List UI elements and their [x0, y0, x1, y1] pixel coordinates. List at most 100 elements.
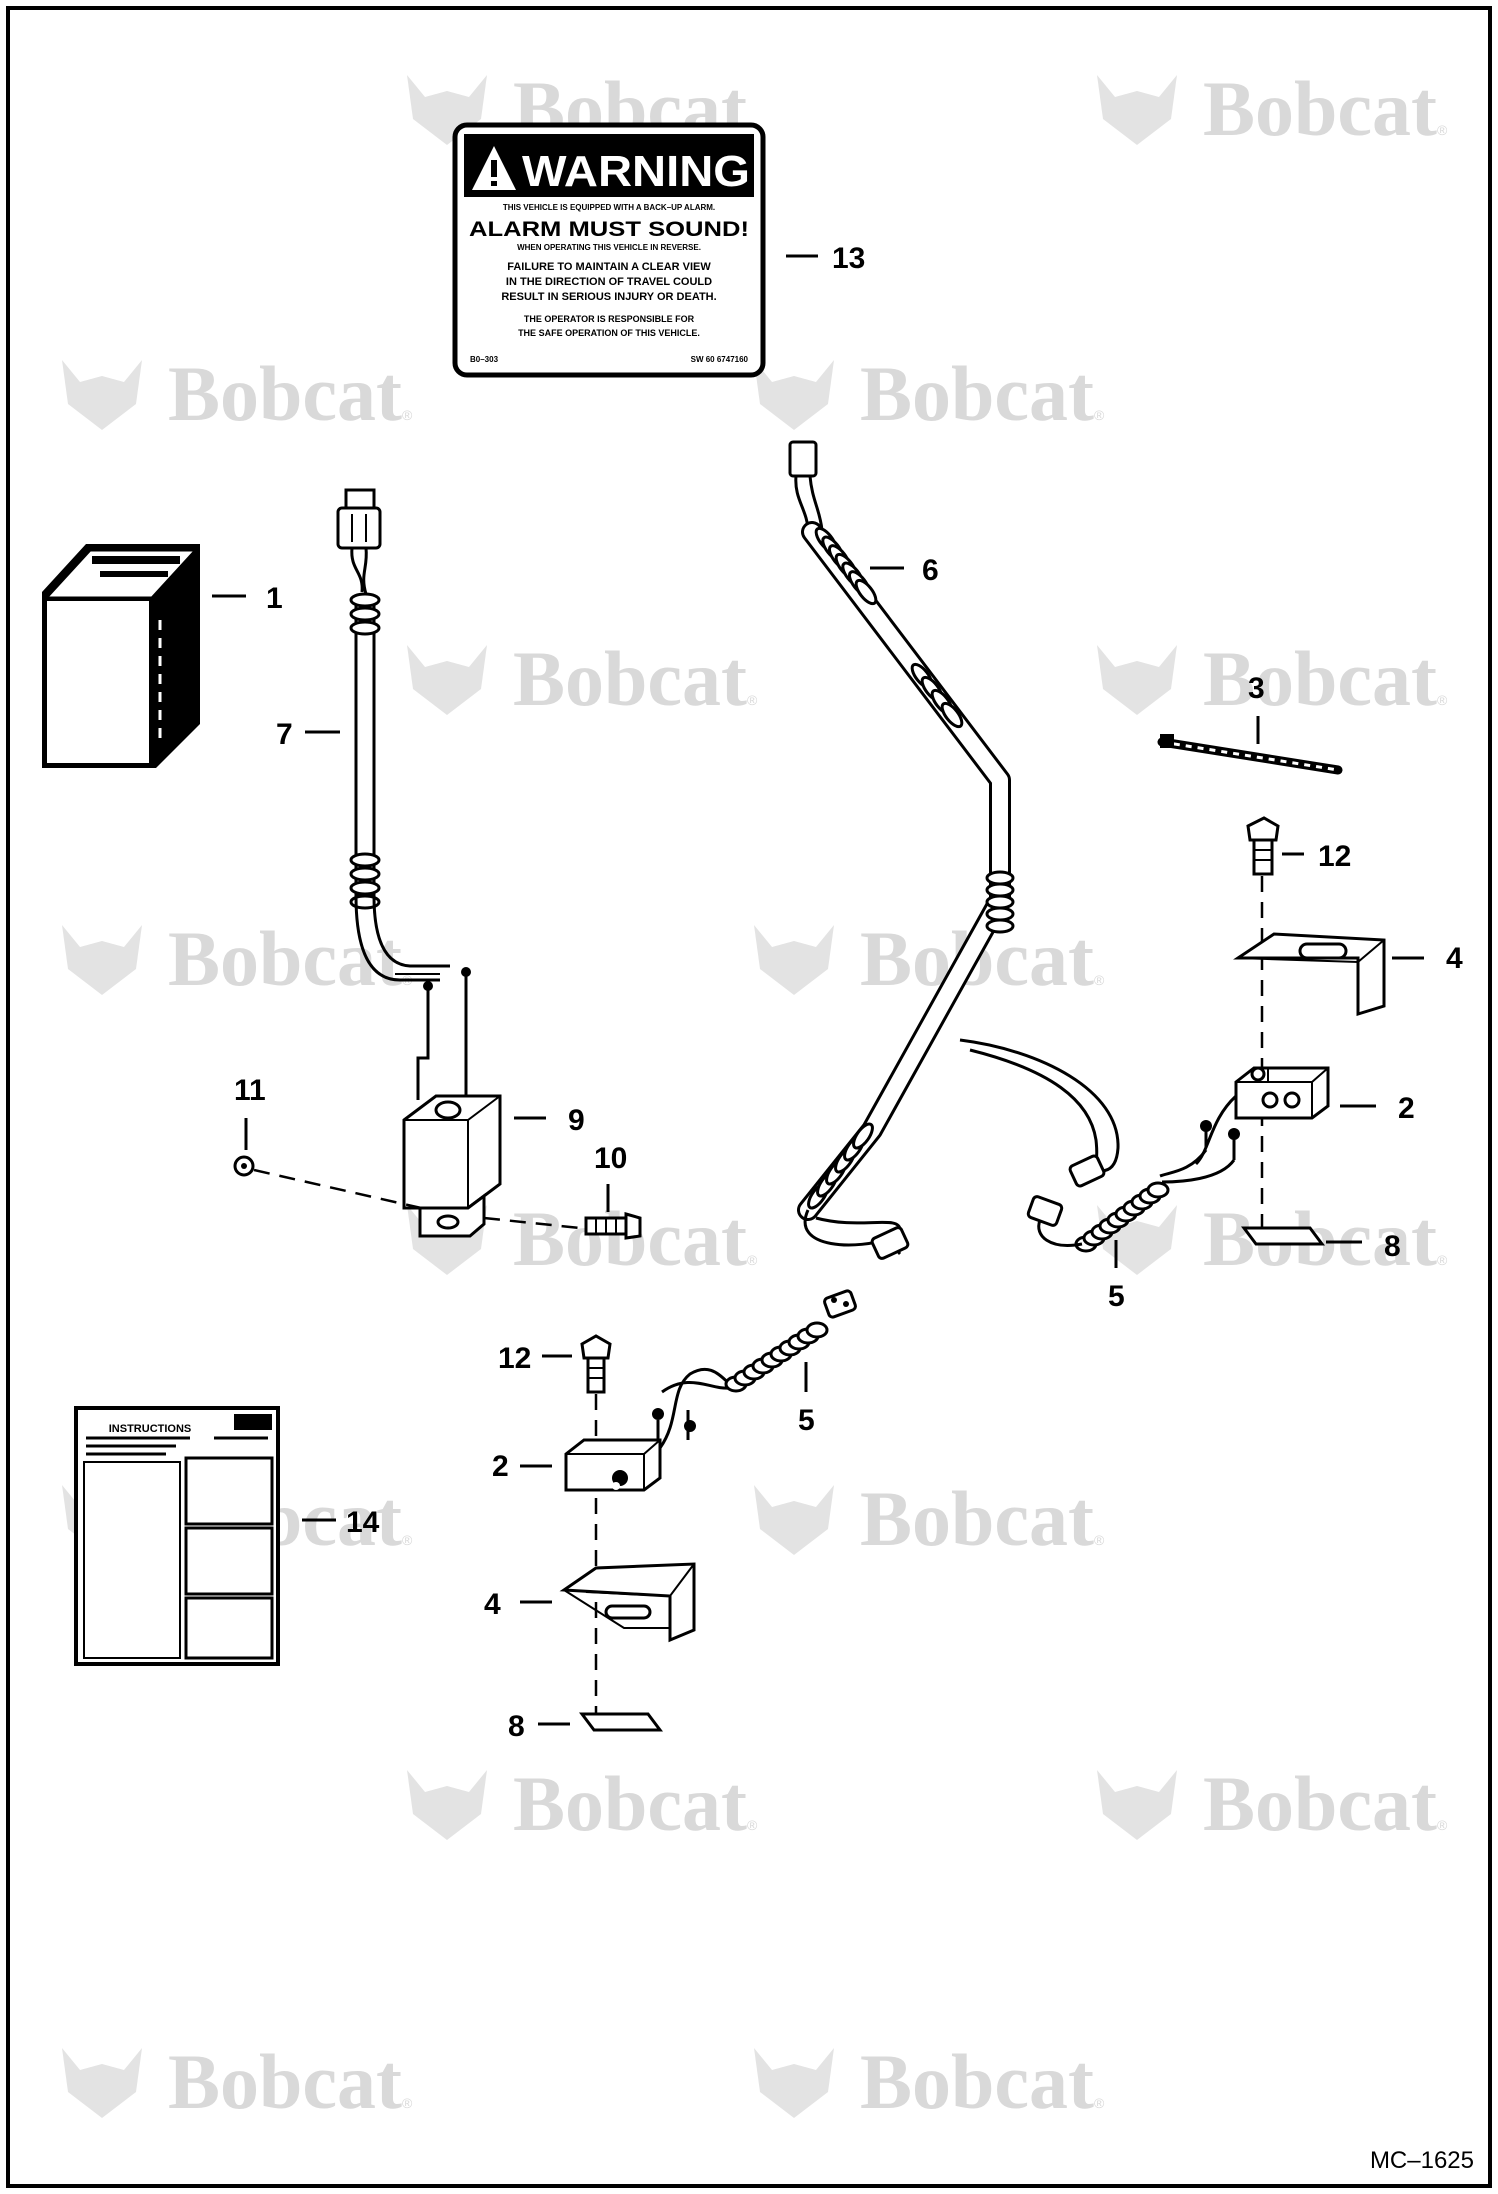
callout-4-lower: 4: [484, 1588, 501, 1621]
watermark-registered: ®: [747, 692, 758, 708]
watermark-tile: Bobcat®: [62, 350, 413, 437]
bobcat-logo-icon: [407, 645, 487, 715]
part-6-main-harness: [788, 440, 1120, 1260]
part-12-bolt-right: [1246, 816, 1280, 876]
watermark-text: Bobcat: [860, 1475, 1094, 1562]
harness-sleeve-ring: [805, 1321, 829, 1339]
watermark-tile: Bobcat®: [407, 1195, 758, 1282]
harness-sleeve-ring: [985, 882, 1015, 898]
harness-sleeve-ring: [854, 578, 878, 606]
callout-6: 6: [922, 554, 939, 587]
watermark-tile: Bobcat®: [754, 915, 1105, 1002]
harness-sleeve-ring: [349, 852, 381, 868]
callout-2-right: 2: [1398, 1092, 1415, 1125]
warning-code-left: B0–303: [470, 355, 499, 364]
callout-14: 14: [346, 1506, 380, 1539]
bobcat-logo-icon: [754, 1485, 834, 1555]
harness-sleeve-ring: [985, 918, 1015, 934]
warning-headline: ALARM MUST SOUND!: [469, 218, 749, 241]
harness-sleeve-ring: [349, 880, 381, 896]
watermark-registered: ®: [1437, 122, 1448, 138]
watermark-tile: Bobcat®: [62, 2038, 413, 2125]
callout-12-lower: 12: [498, 1342, 531, 1375]
page-frame: [6, 6, 1492, 2188]
callout-10: 10: [594, 1142, 627, 1175]
callout-8-right: 8: [1384, 1230, 1401, 1263]
bobcat-logo-icon: [754, 2048, 834, 2118]
warning-para1-line2: IN THE DIRECTION OF TRAVEL COULD: [506, 276, 712, 288]
watermark-text: Bobcat: [860, 2038, 1094, 2125]
assembly-line-11: [253, 1168, 431, 1212]
harness-sleeve-ring: [985, 906, 1015, 922]
harness-sleeve-ring: [349, 866, 381, 882]
part-4-bracket-lower: [559, 1562, 696, 1643]
assembly-line-10: [483, 1216, 581, 1230]
instruction-title: INSTRUCTIONS: [109, 1423, 192, 1435]
watermark-registered: ®: [402, 1532, 413, 1548]
callout-8-lower: 8: [508, 1710, 525, 1743]
callout-11: 11: [234, 1074, 266, 1107]
callout-12-right: 12: [1318, 840, 1351, 873]
watermark-tile: Bobcat®: [407, 1760, 758, 1847]
watermark-registered: ®: [1094, 407, 1105, 423]
watermark-text: Bobcat: [168, 915, 402, 1002]
watermark-tile: Bobcat®: [62, 915, 413, 1002]
harness-sleeve-ring: [349, 620, 381, 636]
bobcat-logo-icon: [754, 360, 834, 430]
part-9-module: [402, 1094, 502, 1238]
watermark-registered: ®: [747, 1817, 758, 1833]
watermark-text: Bobcat: [1203, 1195, 1437, 1282]
watermark-registered: ®: [402, 2095, 413, 2111]
watermark-registered: ®: [1437, 1817, 1448, 1833]
part-14-instruction-sheet: INSTRUCTIONS: [74, 1406, 280, 1666]
part-7-harness: [336, 488, 471, 1100]
bobcat-logo-icon: [62, 2048, 142, 2118]
callout-2-lower: 2: [492, 1450, 509, 1483]
harness-sleeve-ring: [940, 701, 964, 729]
watermark-text: Bobcat: [168, 2038, 402, 2125]
watermark-text: Bobcat: [513, 635, 747, 722]
harness-sleeve-ring: [349, 592, 381, 608]
watermark-tile: Bobcat®: [1097, 635, 1448, 722]
watermark-tile: Bobcat®: [1097, 65, 1448, 152]
harness-sleeve-ring: [985, 870, 1015, 886]
watermark-registered: ®: [1094, 2095, 1105, 2111]
figure-id: MC–1625: [1370, 2147, 1474, 2174]
harness-sleeve-ring: [349, 606, 381, 622]
watermark-tile: Bobcat®: [407, 635, 758, 722]
bobcat-logo-icon: [754, 925, 834, 995]
watermark-text: Bobcat: [860, 350, 1094, 437]
warning-line2: WHEN OPERATING THIS VEHICLE IN REVERSE.: [517, 243, 701, 252]
harness-sleeve-ring: [1146, 1181, 1170, 1199]
part-3-cable-tie: [1157, 734, 1343, 775]
callout-4-right: 4: [1446, 942, 1463, 975]
part-5-coil-lower: [652, 1289, 857, 1449]
callout-1: 1: [266, 582, 283, 615]
bobcat-logo-icon: [407, 1205, 487, 1275]
warning-para2-line1: THE OPERATOR IS RESPONSIBLE FOR: [524, 314, 695, 324]
warning-header: WARNING: [522, 147, 750, 196]
callout-5-lower: 5: [798, 1404, 815, 1437]
watermark-registered: ®: [1094, 972, 1105, 988]
callout-9: 9: [568, 1104, 585, 1137]
harness-sleeve-ring: [852, 1122, 874, 1150]
bobcat-logo-icon: [1097, 1770, 1177, 1840]
leader-lines: [212, 254, 1424, 1726]
part-11-nut: [233, 1155, 255, 1177]
watermark-text: Bobcat: [1203, 65, 1437, 152]
watermark-tile: Bobcat®: [754, 2038, 1105, 2125]
warning-para2-line2: THE SAFE OPERATION OF THIS VEHICLE.: [518, 328, 700, 338]
watermark-text: Bobcat: [513, 1760, 747, 1847]
part-8-plate-right: [1241, 1226, 1325, 1246]
watermark-tile: Bobcat®: [754, 1475, 1105, 1562]
warning-code-right: SW 60 6747160: [691, 355, 749, 364]
callout-7: 7: [276, 718, 293, 751]
bobcat-logo-icon: [62, 925, 142, 995]
warning-decal: WARNING THIS VEHICLE IS EQUIPPED WITH A …: [452, 122, 766, 378]
watermark-registered: ®: [402, 407, 413, 423]
bobcat-logo-icon: [1097, 645, 1177, 715]
warning-para1-line3: RESULT IN SERIOUS INJURY OR DEATH.: [501, 291, 716, 303]
part-8-plate-lower: [579, 1712, 663, 1732]
part-1-alarm-box: [42, 544, 200, 768]
